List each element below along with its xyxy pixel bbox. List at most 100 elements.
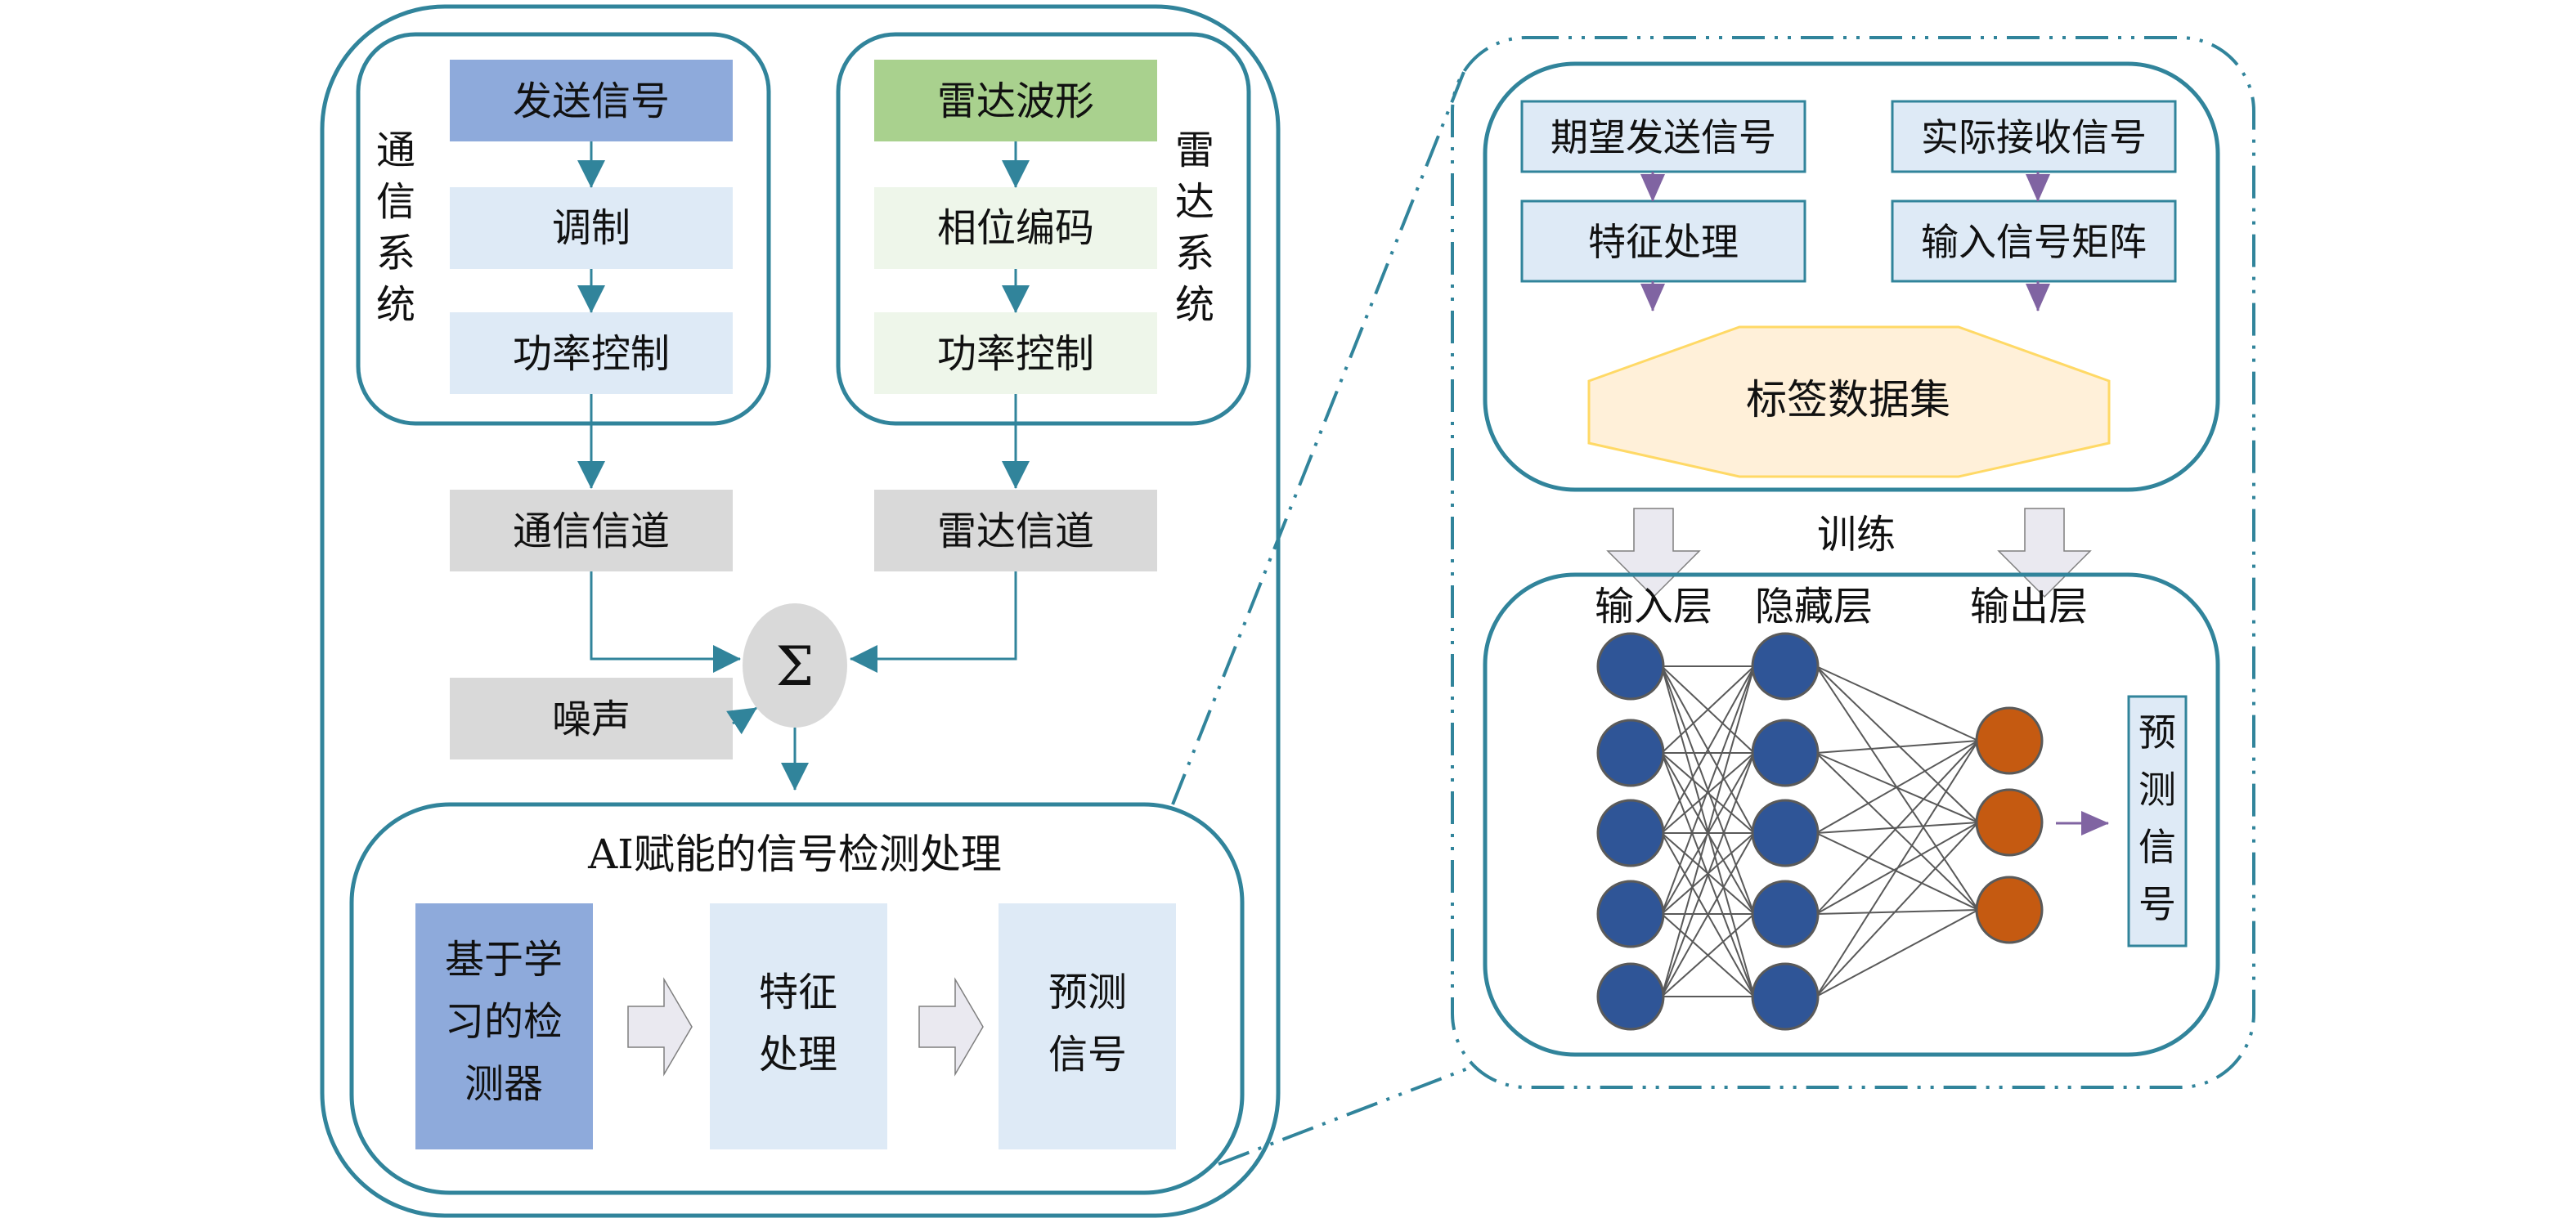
comm-system-label-char: 系 xyxy=(376,231,415,276)
radar-system-label: 雷 达 系 统 xyxy=(1175,128,1214,328)
radar-power-control-label: 功率控制 xyxy=(937,331,1094,377)
input-node xyxy=(1596,719,1665,787)
network-edges xyxy=(1661,665,1979,997)
comm-channel-label: 通信信道 xyxy=(513,508,670,554)
network-edge xyxy=(1661,665,1755,915)
phase-coding-label: 相位编码 xyxy=(937,205,1094,251)
input-matrix-block xyxy=(1891,199,2177,283)
radar-system-label-char: 统 xyxy=(1175,282,1214,328)
hidden-node xyxy=(1751,799,1820,867)
noise-label: 噪声 xyxy=(552,697,631,742)
feature-processing-line: 特征 xyxy=(759,970,837,1015)
hidden-layer-label: 隐藏层 xyxy=(1755,584,1873,629)
network-edge xyxy=(1815,665,1979,823)
zoom-connector-bottom xyxy=(1218,1065,1473,1166)
output-layer-label: 输出层 xyxy=(1970,584,2088,629)
comm-channel-block xyxy=(450,490,733,571)
output-node xyxy=(1975,706,2044,775)
modulation-block xyxy=(450,187,733,269)
input-matrix-label: 输入信号矩阵 xyxy=(1921,220,2147,264)
learning-detector-line: 基于学 xyxy=(445,937,563,983)
right-feature-processing-block xyxy=(1520,199,1806,283)
network-edge xyxy=(1815,740,1979,915)
network-edge xyxy=(1661,752,1755,997)
network-prediction-char: 测 xyxy=(2138,768,2176,812)
expected-signal-label: 期望发送信号 xyxy=(1551,115,1776,159)
output-node xyxy=(1975,876,2044,944)
network-edge xyxy=(1815,909,1979,915)
network-prediction-char: 信 xyxy=(2138,825,2176,869)
phase-coding-block xyxy=(874,187,1157,269)
network-edge xyxy=(1661,665,1755,834)
comm-system-label-char: 统 xyxy=(376,282,415,328)
network-edge xyxy=(1815,740,1979,997)
right-feature-processing-label: 特征处理 xyxy=(1588,220,1739,264)
learning-detector-line: 测器 xyxy=(464,1061,543,1107)
hidden-node xyxy=(1751,632,1820,701)
feature-processing-line: 处理 xyxy=(759,1032,837,1077)
network-edge xyxy=(1815,740,1979,754)
input-node xyxy=(1596,962,1665,1031)
predicted-signal-block xyxy=(999,903,1176,1149)
network-edge xyxy=(1815,822,1979,997)
output-node xyxy=(1975,788,2044,857)
network-edge xyxy=(1661,832,1755,997)
comm-power-control-label: 功率控制 xyxy=(513,331,670,377)
hidden-node xyxy=(1751,962,1820,1031)
arrow-comm-channel-to-sum xyxy=(590,571,741,673)
transmit-signal-label: 发送信号 xyxy=(513,78,670,124)
noise-block xyxy=(450,678,733,759)
radar-channel-block xyxy=(874,490,1157,571)
radar-waveform-block xyxy=(874,60,1157,141)
radar-power-control-block xyxy=(874,312,1157,394)
input-node xyxy=(1596,632,1665,701)
comm-system-frame xyxy=(356,32,771,426)
radar-system-frame xyxy=(836,32,1251,426)
radar-system-label-char: 系 xyxy=(1175,231,1214,276)
sum-symbol: Σ xyxy=(776,635,815,698)
left-panel-frame xyxy=(320,4,1281,1218)
expected-signal-block xyxy=(1520,100,1806,173)
labeled-dataset-octagon xyxy=(1587,325,2111,478)
received-signal-block xyxy=(1891,100,2177,173)
hidden-node xyxy=(1751,880,1820,948)
training-label: 训练 xyxy=(1817,512,1896,558)
network-edge xyxy=(1661,665,1755,754)
network-nodes xyxy=(1596,632,2044,1031)
learning-detector-block xyxy=(415,903,593,1149)
radar-system-label-char: 雷 xyxy=(1175,128,1214,173)
network-prediction-block xyxy=(2127,695,2188,947)
ai-section-frame xyxy=(349,802,1245,1195)
network-edge xyxy=(1815,740,1979,834)
feature-processing-block xyxy=(710,903,887,1149)
network-edge xyxy=(1661,665,1755,997)
radar-system-label-char: 达 xyxy=(1175,179,1214,225)
radar-channel-label: 雷达信道 xyxy=(937,508,1094,554)
comm-system-label: 通 信 系 统 xyxy=(376,128,415,328)
sum-node xyxy=(743,603,847,728)
predicted-signal-line: 信号 xyxy=(1048,1032,1127,1077)
network-prediction-char: 号 xyxy=(2138,882,2176,926)
network-section-frame xyxy=(1483,572,2220,1057)
hollow-arrow-right-icon xyxy=(918,977,984,1077)
labeled-dataset-label: 标签数据集 xyxy=(1746,376,1950,423)
network-edge xyxy=(1815,909,1979,997)
hollow-arrow-right-icon xyxy=(627,977,693,1077)
input-layer-label: 输入层 xyxy=(1595,584,1712,629)
zoom-connector-top xyxy=(1171,71,1465,805)
ai-section-title: AI赋能的信号检测处理 xyxy=(587,831,1002,878)
network-prediction-char: 预 xyxy=(2138,710,2176,755)
modulation-label: 调制 xyxy=(552,205,631,251)
arrow-radar-channel-to-sum xyxy=(850,571,1017,673)
comm-power-control-block xyxy=(450,312,733,394)
network-edge xyxy=(1815,832,1979,911)
comm-system-label-char: 信 xyxy=(376,179,415,225)
received-signal-label: 实际接收信号 xyxy=(1921,115,2147,159)
network-edge xyxy=(1661,752,1755,834)
radar-waveform-label: 雷达波形 xyxy=(937,78,1094,124)
network-edge xyxy=(1815,752,1979,911)
hidden-node xyxy=(1751,719,1820,787)
dataset-section-frame xyxy=(1483,61,2220,492)
network-edge xyxy=(1661,913,1755,997)
